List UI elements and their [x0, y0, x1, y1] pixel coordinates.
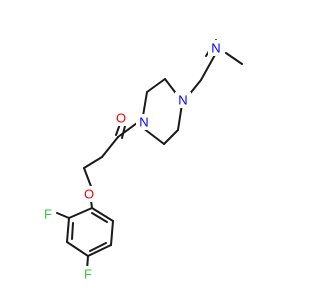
bond — [87, 244, 112, 257]
bond — [66, 241, 89, 257]
bond — [225, 52, 243, 65]
atom-labels: N N N O O F F — [40, 40, 224, 282]
bond — [91, 212, 108, 223]
bond — [56, 212, 70, 219]
bond — [89, 242, 107, 252]
bond — [142, 127, 165, 145]
bond — [177, 103, 183, 131]
bond — [66, 217, 70, 243]
nitrogen-atom-label: N — [139, 115, 148, 130]
fluorine-atom-label: F — [84, 267, 92, 282]
nitrogen-atom-label: N — [178, 93, 187, 108]
bond — [142, 91, 148, 117]
fluorine-atom-label: F — [44, 207, 52, 222]
bond — [68, 207, 93, 219]
ether-oxygen-label: O — [84, 187, 94, 202]
bond — [117, 122, 138, 138]
bond — [110, 220, 114, 246]
bond — [101, 136, 119, 158]
bond — [71, 222, 74, 240]
molecule-structure: N N N O O F F — [40, 39, 243, 282]
bonds — [56, 39, 243, 271]
bond — [83, 156, 103, 169]
nitrogen-atom-label: N — [211, 41, 220, 56]
bond — [83, 167, 93, 190]
bond — [200, 52, 217, 81]
carbonyl-oxygen-label: O — [116, 111, 126, 126]
bond — [121, 125, 126, 139]
bond — [163, 129, 179, 145]
bond — [146, 78, 166, 93]
bond — [91, 207, 114, 222]
